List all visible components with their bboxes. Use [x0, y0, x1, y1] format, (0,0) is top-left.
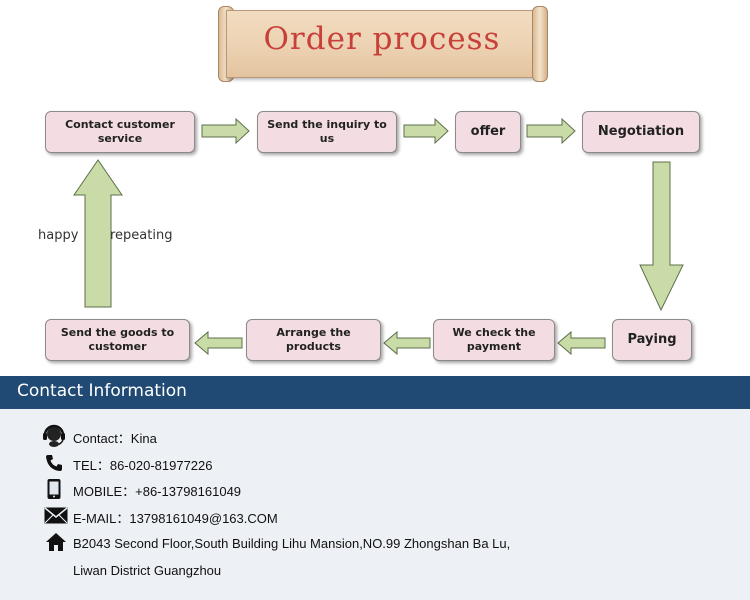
loop-label-happy: happy	[38, 228, 79, 243]
flow-arrows	[73, 117, 684, 356]
envelope-icon	[44, 507, 68, 524]
home-icon	[46, 533, 66, 551]
title-scroll: Order process	[218, 6, 548, 82]
arrow-send-to-contact	[73, 159, 123, 308]
headset-icon	[43, 424, 65, 447]
contact-header-bar	[0, 376, 750, 409]
contact-header-title: Contact Information	[17, 381, 187, 401]
arrow-arrange-to-send	[194, 330, 243, 356]
arrow-offer-to-negotiation	[526, 117, 576, 145]
arrow-inquiry-to-offer	[403, 117, 449, 145]
node-check-payment: We check the payment	[433, 319, 555, 361]
contact-tel: TEL：86-020-81977226	[73, 458, 213, 473]
contact-panel	[0, 409, 750, 600]
phone-icon	[46, 455, 62, 471]
contact-address-line1: B2043 Second Floor,South Building Lihu M…	[73, 536, 511, 551]
page-title: Order process	[263, 21, 501, 57]
node-offer: offer	[455, 111, 521, 153]
loop-label-repeating: repeating	[110, 228, 173, 243]
node-send-inquiry: Send the inquiry to us	[257, 111, 397, 153]
scroll-body: Order process	[226, 10, 538, 78]
arrow-check-to-arrange	[383, 330, 431, 356]
node-arrange-products: Arrange the products	[246, 319, 381, 361]
arrow-paying-to-check	[557, 330, 606, 356]
contact-mobile: MOBILE：+86-13798161049	[73, 484, 242, 499]
contact-address-line2: Liwan District Guangzhou	[73, 563, 222, 578]
arrow-negotiation-to-paying	[639, 161, 684, 312]
node-negotiation: Negotiation	[582, 111, 700, 153]
mobile-icon	[47, 479, 61, 499]
node-contact-customer-service: Contact customer service	[45, 111, 195, 153]
scroll-right-roll	[532, 6, 548, 82]
node-paying: Paying	[612, 319, 692, 361]
contact-email: E-MAIL：13798161049@163.COM	[73, 511, 278, 526]
arrow-contact-to-inquiry	[201, 117, 250, 145]
contact-person: Contact：Kina	[73, 431, 157, 446]
node-send-goods: Send the goods to customer	[45, 319, 190, 361]
